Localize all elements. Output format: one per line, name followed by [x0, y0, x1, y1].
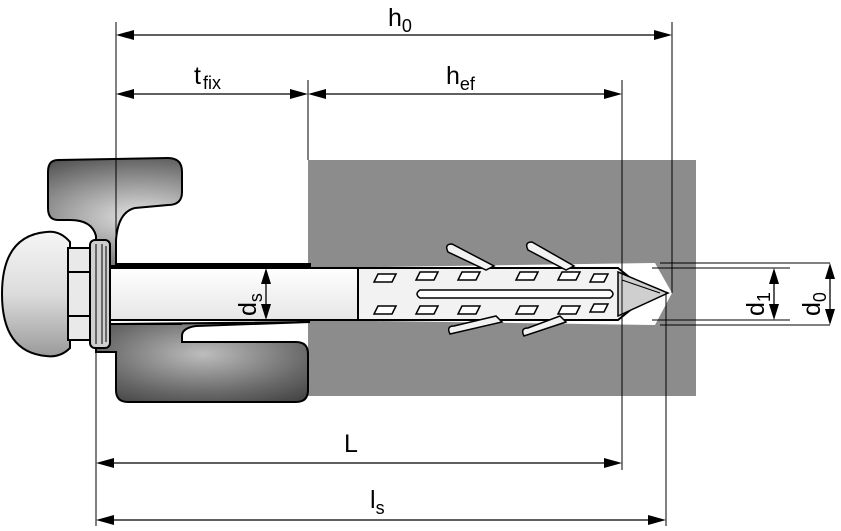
dimension-ls: ls: [96, 486, 666, 525]
tfix-subscript: fix: [203, 73, 221, 93]
svg-text:d1: d1: [742, 292, 774, 316]
svg-text:d0: d0: [798, 292, 830, 316]
dimension-ds: ds: [234, 268, 271, 320]
d1-subscript: 1: [754, 292, 774, 302]
screw-cap: [0, 230, 71, 358]
hef-subscript: ef: [460, 74, 476, 94]
plug-barbs-bottom: [447, 315, 568, 337]
dimension-L: L: [96, 430, 622, 468]
dimension-d1: d1: [742, 268, 779, 320]
ds-label: d: [234, 302, 262, 316]
plug-lower-segments: [372, 303, 610, 315]
screw-shaft: [109, 267, 359, 321]
plug-barbs-top: [445, 241, 576, 271]
svg-text:ds: ds: [234, 293, 266, 316]
dimension-h0: h0: [116, 4, 672, 40]
fixture-upper: [47, 156, 311, 267]
plug-upper-segments: [372, 271, 610, 283]
ds-subscript: s: [246, 293, 266, 302]
d0-subscript: 0: [810, 292, 830, 302]
tfix-label: t: [194, 62, 201, 90]
hef-label: h: [446, 62, 460, 90]
d1-label: d: [742, 302, 770, 316]
L-label: L: [344, 430, 358, 458]
h0-subscript: 0: [402, 16, 412, 36]
svg-text:hef: hef: [446, 62, 476, 94]
svg-text:h0: h0: [388, 4, 412, 36]
d0-label: d: [798, 302, 826, 316]
fixture-lower: [95, 321, 311, 403]
tip-thread: [621, 279, 661, 294]
ls-subscript: s: [376, 498, 385, 518]
ls-label: l: [370, 486, 376, 514]
dimension-hef: hef: [308, 62, 622, 99]
dimension-d0: d0: [798, 263, 835, 325]
extension-lines: [95, 22, 830, 526]
svg-text:ls: ls: [370, 486, 385, 518]
plug-slot: [416, 289, 614, 299]
hex-head: [67, 247, 91, 341]
washer: [89, 239, 111, 349]
h0-label: h: [388, 4, 402, 32]
